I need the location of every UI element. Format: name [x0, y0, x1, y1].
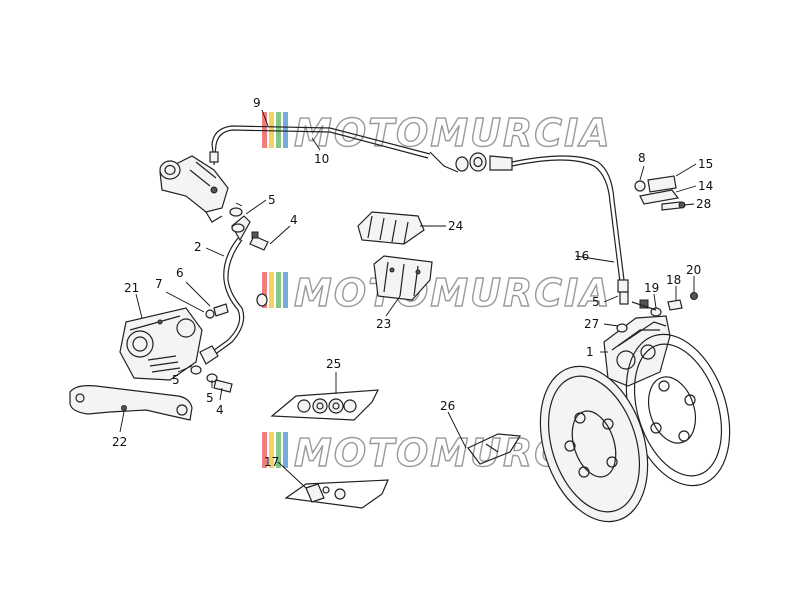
- callout-5: 5: [206, 391, 214, 405]
- callout-7: 7: [155, 277, 163, 291]
- seal-kit-26: [467, 433, 522, 465]
- callout-2: 2: [194, 240, 202, 254]
- callout-18: 18: [666, 273, 681, 287]
- bracket-clip-assembly: [634, 175, 686, 211]
- watermark-middle: MOTOMURCIA: [262, 270, 612, 316]
- callout-14: 14: [698, 179, 713, 193]
- callout-23: 23: [376, 317, 391, 331]
- callout-25: 25: [326, 357, 341, 371]
- callout-5: 5: [592, 295, 600, 309]
- rear-master-cylinder: [159, 155, 229, 223]
- brake-hose-upper: [209, 125, 513, 173]
- callout-8: 8: [638, 151, 646, 165]
- caliper-bolts-18-20: [650, 292, 698, 317]
- callout-10: 10: [314, 152, 329, 166]
- callout-28: 28: [696, 197, 711, 211]
- callout-15: 15: [698, 157, 713, 171]
- watermark-top: MOTOMURCIA: [262, 110, 612, 156]
- callout-9: 9: [253, 96, 261, 110]
- callout-16: 16: [574, 249, 589, 263]
- brake-hose-rear: [199, 215, 251, 365]
- watermark-text: MOTOMURCIA: [294, 111, 612, 155]
- caliper-bolt-6-7: [205, 293, 268, 319]
- callout-5: 5: [172, 373, 180, 387]
- caliper-bracket: [69, 385, 193, 421]
- callout-22: 22: [112, 435, 127, 449]
- callout-19: 19: [644, 281, 659, 295]
- callout-17: 17: [264, 455, 279, 469]
- brake-pads-23: [373, 255, 433, 301]
- watermark-text: MOTOMURCIA: [294, 271, 612, 315]
- callout-labels: 9 10 5 4 2 6 7 21 5 5 4 22 24 23 25 17 2…: [112, 96, 713, 469]
- callout-21: 21: [124, 281, 139, 295]
- brake-disc-left: [539, 365, 649, 523]
- seal-kit-17: [284, 479, 389, 509]
- callout-4: 4: [290, 213, 298, 227]
- banjo-bolt-lower: [190, 365, 233, 393]
- brake-hose-front: [511, 155, 629, 305]
- callout-24: 24: [448, 219, 463, 233]
- rear-caliper: [119, 307, 203, 381]
- callout-1: 1: [586, 345, 594, 359]
- leader-lines: [119, 109, 697, 489]
- callout-6: 6: [176, 266, 184, 280]
- callout-26: 26: [440, 399, 455, 413]
- callout-4: 4: [216, 403, 224, 417]
- callout-27: 27: [584, 317, 599, 331]
- front-caliper: [603, 299, 671, 387]
- banjo-bolt-upper: [229, 207, 269, 251]
- seal-kit-25: [270, 389, 380, 421]
- callout-20: 20: [686, 263, 701, 277]
- brake-pads-24: [357, 211, 425, 245]
- callout-5: 5: [268, 193, 276, 207]
